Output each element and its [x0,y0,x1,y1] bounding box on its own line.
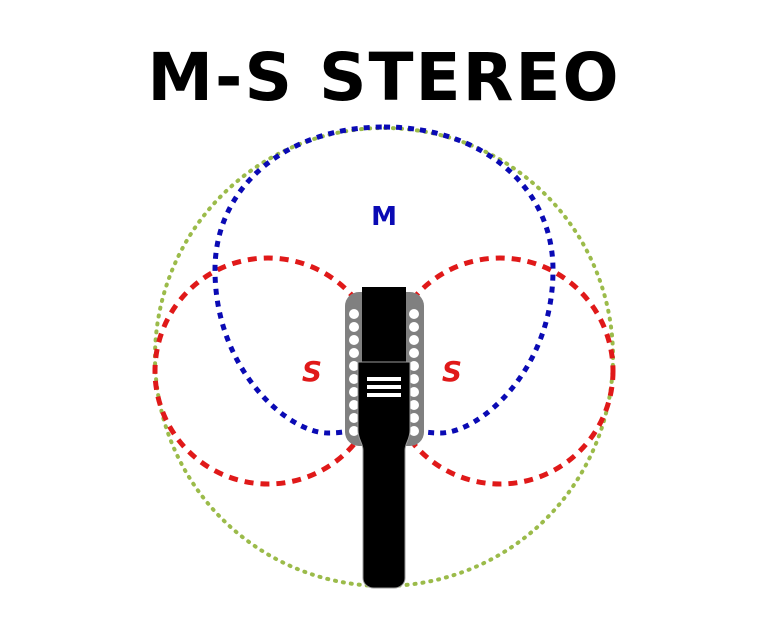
side-left-label: S [302,355,322,388]
mic-badge-lines-icon [367,377,401,397]
grille-holes-right [409,309,419,436]
mic-body [357,361,411,589]
side-right-label: S [442,355,462,388]
diagram-title: M-S STEREO [147,39,621,116]
mid-label: M [371,202,397,232]
grille-holes-left [349,309,359,436]
microphone [345,287,424,589]
